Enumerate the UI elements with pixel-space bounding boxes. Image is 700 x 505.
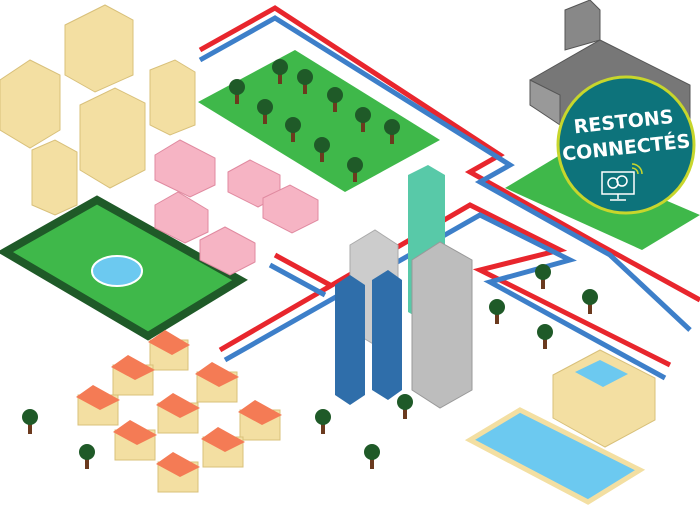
- tree: [229, 79, 245, 104]
- pink-houses: [154, 139, 319, 276]
- tree: [285, 117, 301, 142]
- tree: [314, 137, 330, 162]
- computer-chat-icon: [601, 163, 643, 201]
- pipe-red: [198, 5, 700, 303]
- tree: [537, 324, 553, 349]
- tree-park: [198, 50, 440, 192]
- pool-house: [552, 349, 656, 448]
- tree: [347, 157, 363, 182]
- tree: [489, 299, 505, 324]
- tree: [535, 264, 551, 289]
- house-roofs: [76, 330, 282, 477]
- orange-houses: [77, 339, 281, 493]
- swimming-pool: [464, 407, 646, 505]
- pond: [91, 255, 143, 287]
- pipe-blue-3: [268, 262, 327, 298]
- tree: [327, 87, 343, 112]
- tree: [364, 444, 380, 469]
- tree: [397, 394, 413, 419]
- tree: [384, 119, 400, 144]
- tree: [79, 444, 95, 469]
- pipe-blue: [198, 15, 692, 332]
- skyscrapers: [335, 165, 473, 409]
- restons-connectes-badge: RESTONS CONNECTÉS: [556, 75, 696, 215]
- tree: [297, 69, 313, 94]
- trees: [22, 59, 598, 469]
- tree: [315, 409, 331, 434]
- tree: [22, 409, 38, 434]
- tree: [257, 99, 273, 124]
- tree: [272, 59, 288, 84]
- pipe-red-3: [273, 252, 332, 288]
- tree: [355, 107, 371, 132]
- tree: [582, 289, 598, 314]
- apartments: [0, 4, 196, 216]
